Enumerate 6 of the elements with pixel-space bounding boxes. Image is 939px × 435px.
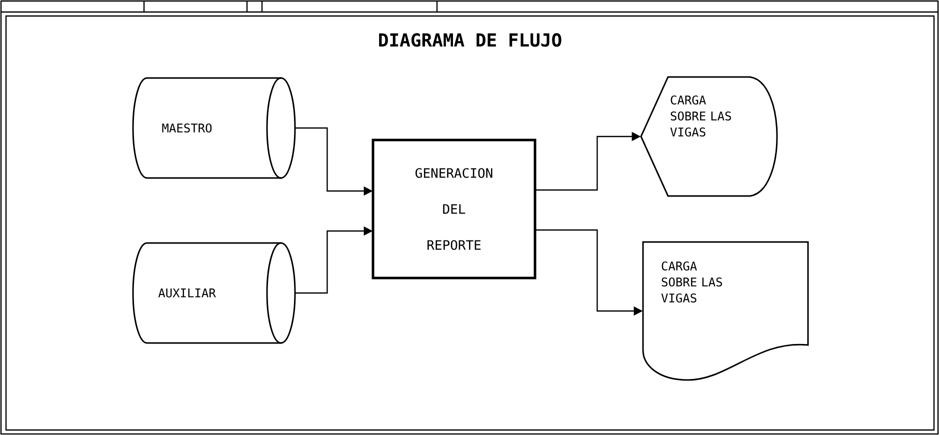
storage-cylinder: AUXILIAR — [132, 242, 296, 344]
node-label: AUXILIAR — [158, 288, 216, 298]
node-label: MAESTRO — [162, 123, 212, 133]
title: DIAGRAMA DE FLUJO — [379, 33, 562, 47]
storage-cylinder: MAESTRO — [132, 77, 296, 179]
process-box: GENERACION DEL REPORTE — [372, 138, 536, 280]
